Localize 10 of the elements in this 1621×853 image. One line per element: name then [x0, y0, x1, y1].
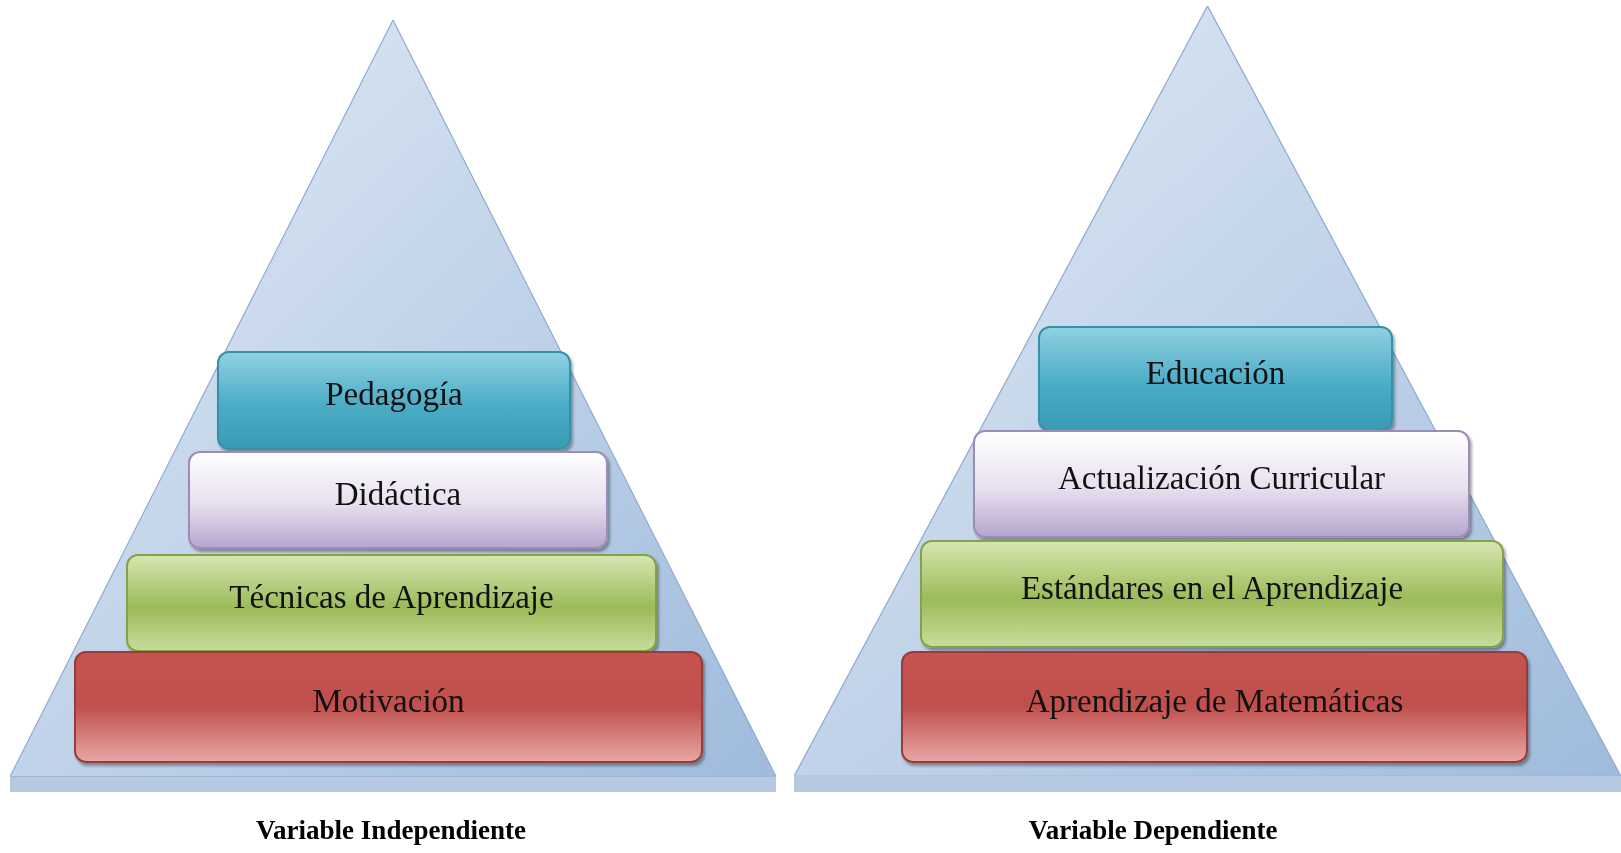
pyramid-level: Actualización Curricular	[973, 430, 1470, 538]
pyramid-level: Educación	[1038, 326, 1393, 432]
pyramid-level: Pedagogía	[217, 351, 571, 450]
pyramid-level: Motivación	[74, 651, 703, 763]
pyramid-level: Técnicas de Aprendizaje	[126, 554, 657, 652]
pyramid-level: Aprendizaje de Matemáticas	[901, 651, 1528, 763]
pyramid-caption: Variable Independiente	[256, 815, 526, 846]
pyramid-level: Didáctica	[188, 451, 608, 549]
pyramid-level: Estándares en el Aprendizaje	[920, 540, 1504, 648]
pyramid-caption: Variable Dependiente	[1028, 815, 1278, 846]
